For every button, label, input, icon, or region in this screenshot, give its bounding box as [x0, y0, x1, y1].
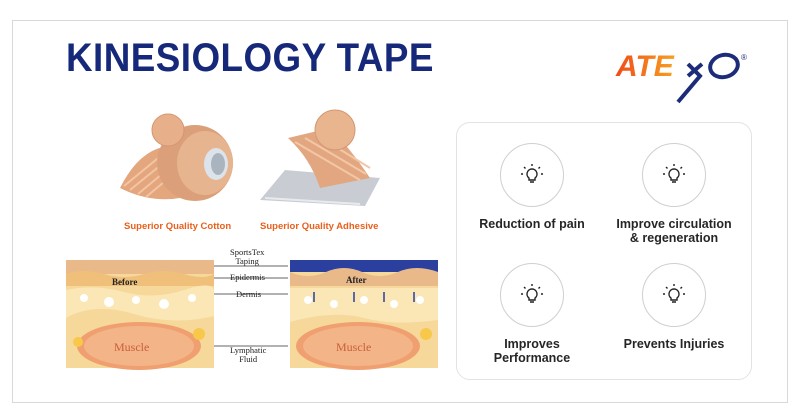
svg-text:ATE: ATE: [615, 50, 675, 83]
caption-cotton: Superior Quality Cotton: [124, 221, 232, 232]
benefit-reduction-of-pain: Reduction of pain: [457, 143, 607, 231]
before-label: Before: [112, 277, 138, 287]
lightbulb-icon: [663, 284, 685, 303]
lightbulb-icon: [521, 164, 543, 183]
epidermis-label: Epidermis: [230, 272, 265, 282]
benefit-label: Improves Performance: [493, 337, 571, 366]
caption-adhesive: Superior Quality Adhesive: [260, 221, 379, 232]
benefit-icon-circle: [500, 263, 564, 327]
adhesive-tape-roll: [260, 109, 380, 206]
before-panel: [66, 260, 214, 370]
after-label: After: [346, 275, 367, 285]
cotton-tape-roll: [120, 113, 233, 201]
atexo-logo: ATE ®: [614, 44, 764, 114]
benefit-icon-circle: [642, 143, 706, 207]
muscle-label-before: Muscle: [114, 340, 150, 354]
benefit-improve-circulation: Improve circulation & regeneration: [599, 143, 749, 246]
dermis-label: Dermis: [236, 289, 262, 299]
product-images: Superior Quality Cotton Superior Quality…: [110, 108, 400, 238]
benefit-icon-circle: [642, 263, 706, 327]
benefit-improves-performance: Improves Performance: [457, 263, 607, 366]
muscle-label-after: Muscle: [336, 340, 372, 354]
benefit-label: Prevents Injuries: [623, 337, 725, 351]
benefit-label: Improve circulation & regeneration: [616, 217, 732, 246]
label-arrows: [214, 265, 288, 347]
benefit-icon-circle: [500, 143, 564, 207]
benefit-label: Reduction of pain: [479, 217, 585, 231]
skin-layers-illustration: [66, 260, 438, 370]
svg-text:®: ®: [741, 53, 747, 62]
lightbulb-icon: [521, 284, 543, 303]
tape-rolls-illustration: [120, 109, 380, 206]
taping-label: SportsTex Taping: [230, 247, 265, 267]
lymphatic-label: Lymphatic Fluid: [230, 345, 267, 365]
benefits-panel: Reduction of pain Improve circulation & …: [456, 122, 752, 380]
benefit-prevents-injuries: Prevents Injuries: [599, 263, 749, 351]
page-title: KINESIOLOGY TAPE: [66, 36, 434, 80]
lightbulb-icon: [663, 164, 685, 183]
after-panel: [290, 260, 438, 370]
skin-diagram: Before After Muscle Muscle SportsTex Tap…: [64, 246, 444, 370]
